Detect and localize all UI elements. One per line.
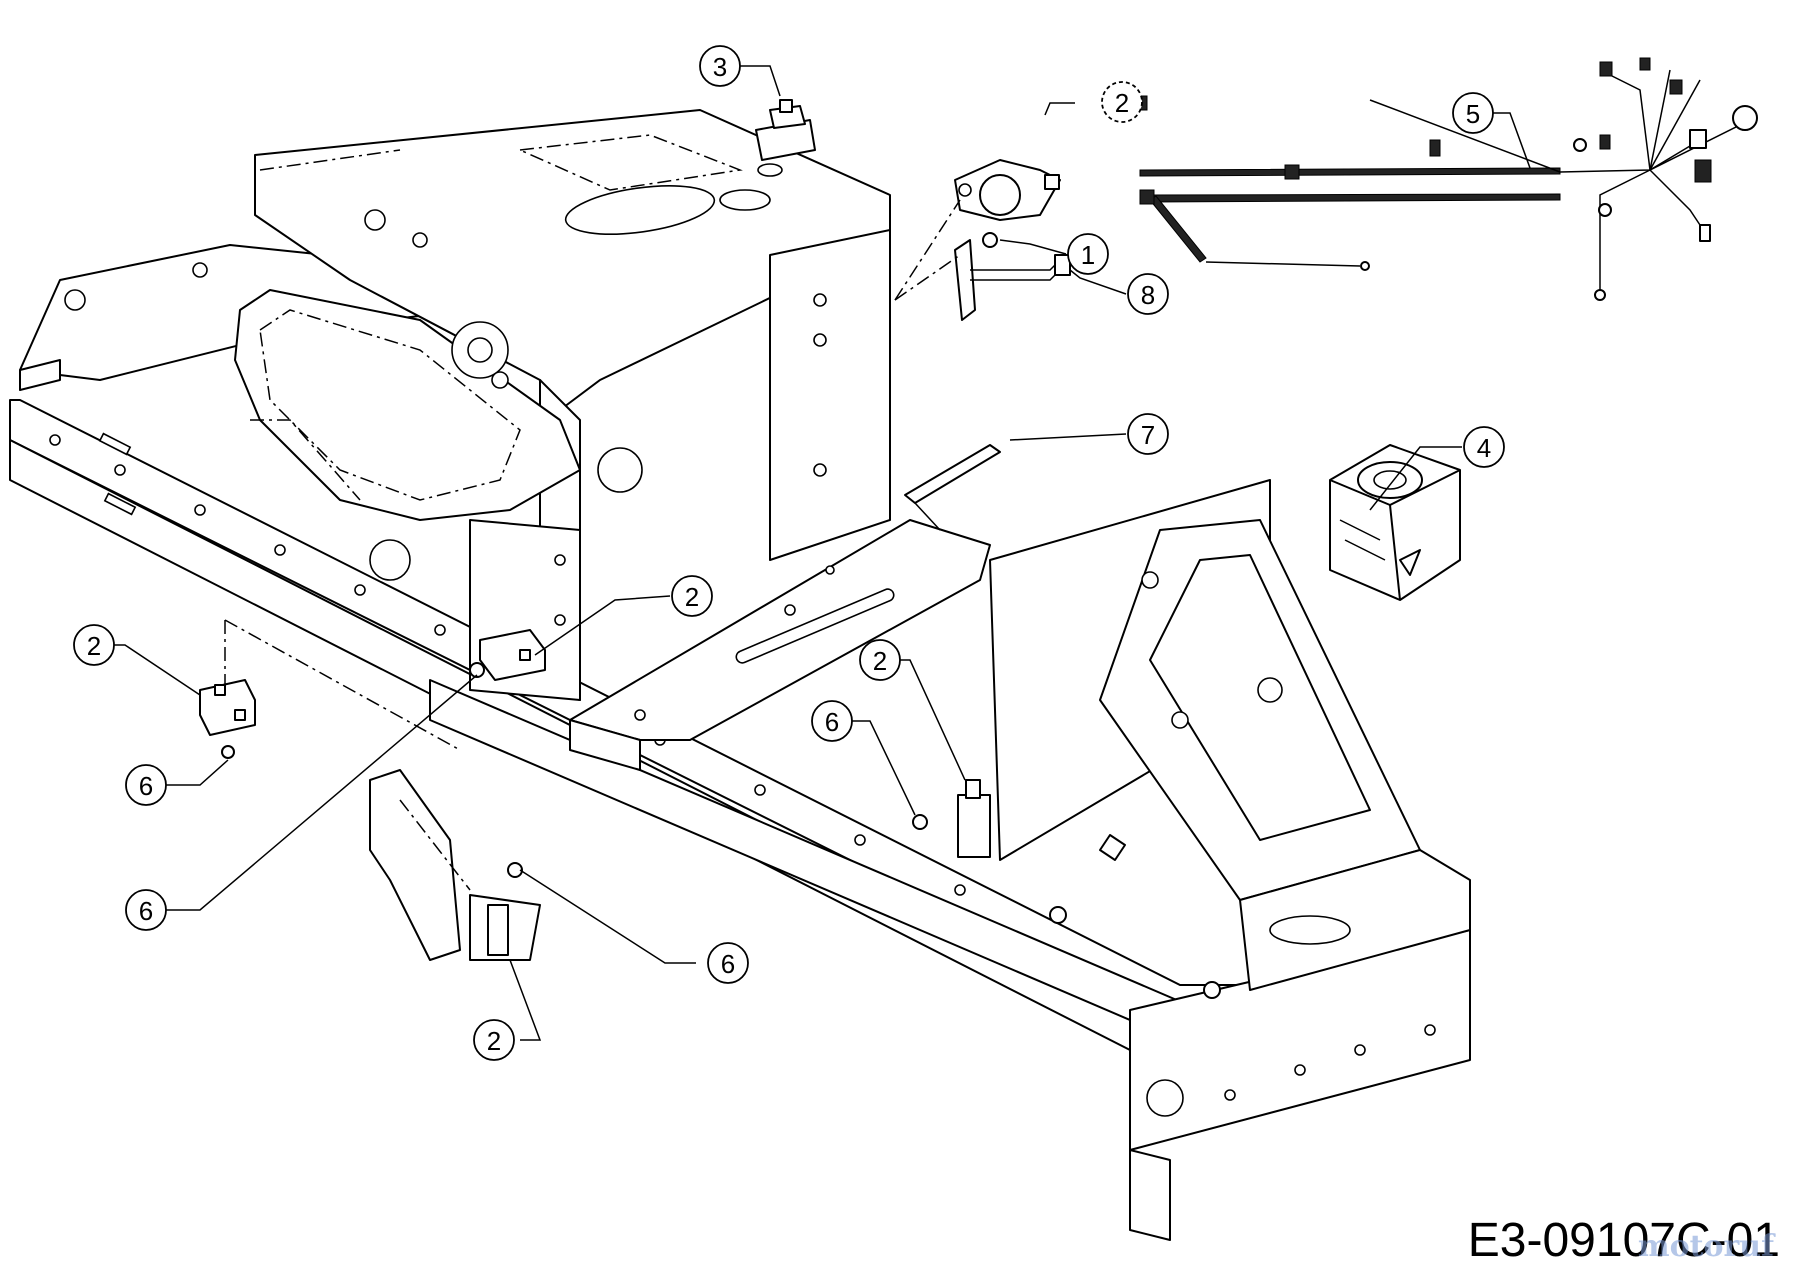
callout-6-mid: 6 [811,700,853,742]
lever-plate [234,289,643,581]
part-2-switch-mid [957,779,991,858]
svg-text:6: 6 [825,707,839,737]
callout-2-solenoid: 2 [1101,81,1143,123]
part-1-solenoid [954,159,1061,221]
svg-text:6: 6 [139,771,153,801]
svg-text:2: 2 [1115,88,1129,118]
part-2-switch-left [199,679,256,736]
callout-6-lower-left: 6 [125,889,167,931]
seat-support-tower [254,109,891,701]
svg-text:2: 2 [873,646,887,676]
part-5-wiring-harness [1134,57,1758,301]
callout-7: 7 [1127,413,1169,455]
svg-text:5: 5 [1466,99,1480,129]
svg-text:7: 7 [1141,420,1155,450]
drawing-code: E3-09107C-01 [1467,1214,1780,1267]
watermark-logo: motoruf [1637,1229,1774,1264]
svg-text:1: 1 [1081,240,1095,270]
callout-2-mid: 2 [859,639,901,681]
svg-text:6: 6 [139,896,153,926]
part-8-bracket [954,232,1071,321]
svg-text:2: 2 [487,1026,501,1056]
part-2-switch-center [479,629,546,681]
front-steering-frame [989,479,1471,991]
part-2-switch-bracket [369,769,541,961]
part-3-seat-switch [755,99,816,161]
part-4-switch [1329,444,1461,601]
callout-5: 5 [1452,92,1494,134]
part-7-rod [904,444,1001,531]
svg-text:4: 4 [1477,433,1491,463]
callout-6-bottom: 6 [707,942,749,984]
svg-text:3: 3 [713,52,727,82]
svg-text:2: 2 [87,631,101,661]
svg-text:2: 2 [685,582,699,612]
callout-3: 3 [699,45,741,87]
callout-4: 4 [1463,426,1505,468]
callout-6-left: 6 [125,764,167,806]
center-floor-plate [569,519,991,771]
callout-2-bottom: 2 [473,1019,515,1061]
svg-text:8: 8 [1141,280,1155,310]
assembly-lines [224,199,961,891]
callout-8: 8 [1127,273,1169,315]
part-6-bolts [221,662,1221,999]
callout-2-center: 2 [671,575,713,617]
callout-1: 1 [1067,233,1109,275]
callout-2-left: 2 [73,624,115,666]
svg-text:6: 6 [721,949,735,979]
